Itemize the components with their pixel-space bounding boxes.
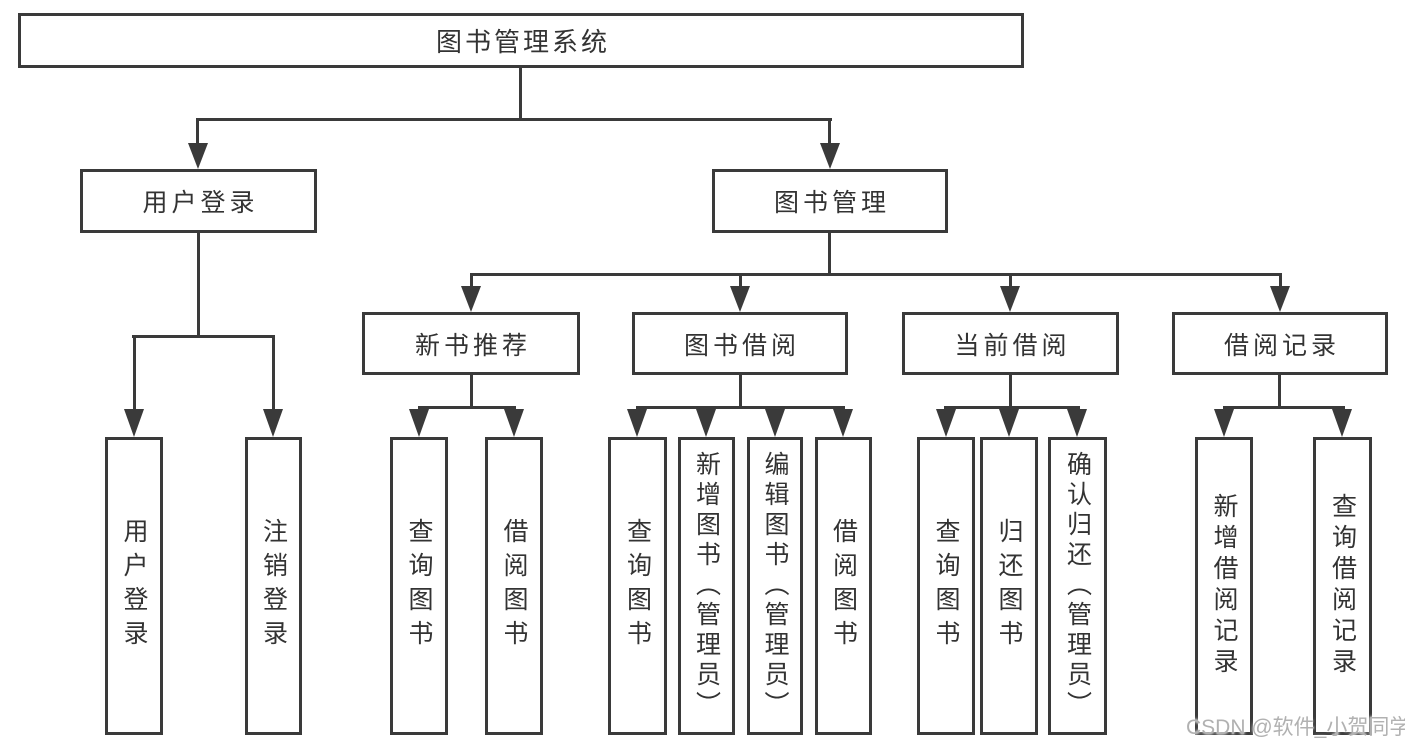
arrowhead-icon (188, 143, 208, 169)
arrowhead-icon (263, 409, 283, 437)
node-label: 图书管理 (773, 189, 890, 217)
node-new-book-recommendation: 新书推荐 (362, 312, 580, 375)
leaf-label: 查询图书 (405, 518, 433, 654)
leaf-query-borrow-record: 查询借阅记录 (1313, 437, 1372, 735)
node-label: 用户登录 (142, 189, 259, 217)
connector-root-stem (519, 68, 522, 120)
leaf-user-login: 用户登录 (105, 437, 163, 735)
arrowhead-icon (1214, 409, 1234, 437)
node-label: 图书管理系统 (435, 27, 610, 57)
connector-drop-leaf (272, 335, 275, 415)
connector-borrow-records-stem (1278, 375, 1281, 409)
leaf-logout: 注销登录 (245, 437, 302, 735)
arrowhead-icon (1270, 286, 1290, 312)
leaf-label: 新增图书（管理员） (692, 451, 721, 721)
csdn-watermark: CSDN @软件_小贺同学 (1186, 716, 1405, 739)
connector-book-borrow-split (636, 406, 845, 409)
arrowhead-icon (124, 409, 144, 437)
arrowhead-icon (999, 409, 1019, 437)
connector-new-book-split (418, 406, 516, 409)
leaf-return-books: 归还图书 (980, 437, 1038, 735)
leaf-label: 查询借阅记录 (1328, 493, 1357, 679)
leaf-label: 用户登录 (120, 518, 148, 654)
arrowhead-icon (1067, 409, 1087, 437)
arrowhead-icon (504, 409, 524, 437)
leaf-confirm-return-admin: 确认归还（管理员） (1048, 437, 1107, 735)
leaf-label: 归还图书 (995, 518, 1023, 654)
node-label: 新书推荐 (414, 331, 531, 360)
arrowhead-icon (461, 286, 481, 312)
connector-book-borrow-stem (739, 375, 742, 409)
connector-drop-book-management (828, 118, 831, 148)
arrowhead-icon (627, 409, 647, 437)
connector-root-split (196, 118, 832, 121)
connector-drop-new-book (470, 273, 473, 291)
connector-book-management-stem (828, 233, 831, 275)
leaf-label: 查询图书 (623, 518, 652, 654)
connector-drop-current-borrow (1009, 273, 1012, 291)
arrowhead-icon (1000, 286, 1020, 312)
connector-new-book-stem (470, 375, 473, 409)
leaf-label: 借阅图书 (500, 518, 528, 654)
leaf-label: 注销登录 (259, 518, 288, 654)
connector-borrow-records-split (1223, 406, 1345, 409)
node-current-borrowing: 当前借阅 (902, 312, 1119, 375)
arrowhead-icon (936, 409, 956, 437)
node-label: 当前借阅 (954, 331, 1071, 360)
arrowhead-icon (765, 409, 785, 437)
connector-user-login-stem (197, 233, 200, 337)
node-book-borrowing: 图书借阅 (632, 312, 848, 375)
leaf-label: 借阅图书 (829, 518, 858, 654)
arrowhead-icon (409, 409, 429, 437)
arrowhead-icon (833, 409, 853, 437)
node-library-management-system: 图书管理系统 (18, 13, 1024, 68)
leaf-label: 查询图书 (932, 518, 960, 654)
leaf-add-books-admin: 新增图书（管理员） (678, 437, 735, 735)
node-label: 图书借阅 (683, 331, 800, 360)
arrowhead-icon (1332, 409, 1352, 437)
leaf-query-books-1: 查询图书 (390, 437, 448, 735)
connector-current-borrow-split (944, 406, 1080, 409)
connector-drop-book-borrow (739, 273, 742, 291)
node-label: 借阅记录 (1223, 331, 1340, 360)
leaf-edit-books-admin: 编辑图书（管理员） (747, 437, 803, 735)
leaf-label: 编辑图书（管理员） (761, 451, 789, 721)
leaf-label: 新增借阅记录 (1210, 493, 1238, 679)
leaf-borrow-books-2: 借阅图书 (815, 437, 872, 735)
leaf-add-borrow-record: 新增借阅记录 (1195, 437, 1253, 735)
arrowhead-icon (696, 409, 716, 437)
connector-drop-user-login (196, 118, 199, 148)
node-user-login: 用户登录 (80, 169, 317, 233)
connector-drop-leaf (133, 335, 136, 415)
leaf-label: 确认归还（管理员） (1063, 451, 1092, 721)
leaf-borrow-books-1: 借阅图书 (485, 437, 543, 735)
node-borrowing-records: 借阅记录 (1172, 312, 1388, 375)
leaf-query-books-3: 查询图书 (917, 437, 975, 735)
connector-user-login-split (132, 335, 275, 338)
leaf-query-books-2: 查询图书 (608, 437, 667, 735)
connector-drop-borrow-records (1279, 273, 1282, 291)
connector-current-borrow-stem (1009, 375, 1012, 409)
arrowhead-icon (730, 286, 750, 312)
connector-level2-split (470, 273, 1282, 276)
node-book-management: 图书管理 (712, 169, 948, 233)
arrowhead-icon (820, 143, 840, 169)
